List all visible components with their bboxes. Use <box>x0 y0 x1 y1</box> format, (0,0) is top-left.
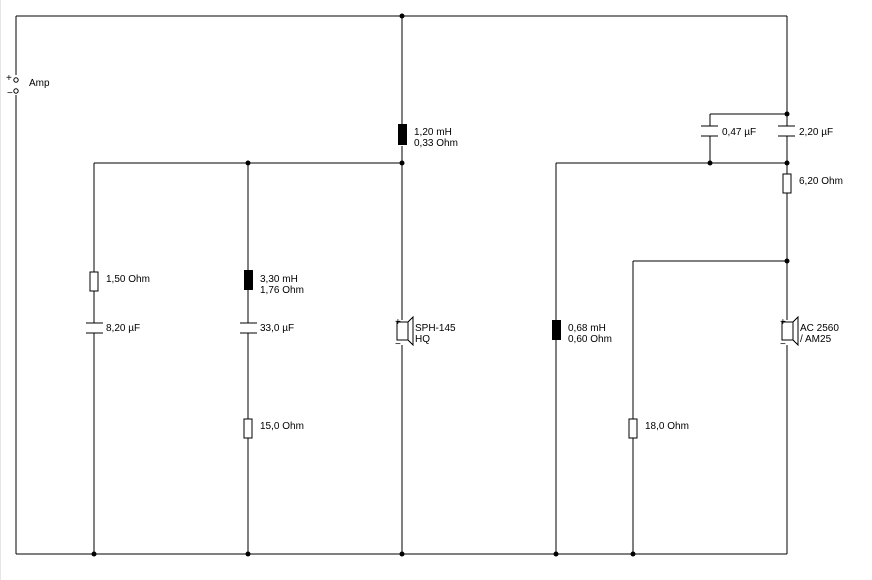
inductor-2-value: 0,68 mH <box>568 323 606 334</box>
speaker-icon <box>396 321 409 341</box>
junction-node <box>91 551 97 557</box>
inductor-2-resistance: 0,60 Ohm <box>568 334 612 345</box>
resistor-notch[interactable]: 15,0 Ohm <box>243 418 304 439</box>
inductor-2[interactable]: 0,68 mH 0,60 Ohm <box>552 320 612 345</box>
junction-node <box>399 160 405 166</box>
speaker-cone <box>407 315 414 347</box>
resistor-notch-value: 15,0 Ohm <box>260 421 304 432</box>
driver-1-plus: + <box>395 317 401 328</box>
resistor-body <box>782 173 792 194</box>
amp-minus-terminal[interactable] <box>13 88 19 94</box>
capacitor-a[interactable]: 0,47 µF <box>701 125 756 138</box>
driver-1-minus: − <box>395 339 401 350</box>
amp-minus-sign: − <box>7 88 13 99</box>
inductor-notch-value: 3,30 mH <box>260 274 298 285</box>
driver-2[interactable]: + − AC 2560 / AM25 <box>780 315 839 350</box>
junction-node <box>707 160 713 166</box>
inductor-body <box>244 270 253 290</box>
resistor-shunt[interactable]: 18,0 Ohm <box>628 418 689 439</box>
capacitor-notch[interactable]: 33,0 µF <box>240 322 294 334</box>
driver-2-model: AC 2560 <box>800 323 839 334</box>
junction-node <box>784 258 790 264</box>
amp-source: + − Amp <box>6 73 50 99</box>
amp-plus-terminal[interactable] <box>13 77 19 83</box>
inductor-1-resistance: 0,33 Ohm <box>414 138 458 149</box>
junction-node <box>245 551 251 557</box>
wires <box>15 15 788 555</box>
inductor-notch[interactable]: 3,30 mH 1,76 Ohm <box>244 270 304 296</box>
junction-node <box>784 111 790 117</box>
inductor-notch-resistance: 1,76 Ohm <box>260 285 304 296</box>
driver-2-minus: − <box>780 339 786 350</box>
capacitor-b[interactable]: 2,20 µF <box>778 125 833 138</box>
driver-1[interactable]: + − SPH-145 HQ <box>395 315 456 350</box>
junction-nodes <box>91 13 790 557</box>
resistor-zobel-value: 1,50 Ohm <box>106 274 150 285</box>
amp-label: Amp <box>29 78 50 89</box>
capacitor-notch-value: 33,0 µF <box>260 323 294 334</box>
resistor-body <box>628 418 638 439</box>
driver-2-plus: + <box>780 317 786 328</box>
junction-node <box>553 551 559 557</box>
junction-node <box>630 551 636 557</box>
capacitor-zobel-value: 8,20 µF <box>106 323 140 334</box>
window-left-edge <box>0 0 1 580</box>
resistor-series[interactable]: 6,20 Ohm <box>782 173 843 194</box>
resistor-body <box>89 271 99 292</box>
junction-node <box>399 13 405 19</box>
capacitor-b-value: 2,20 µF <box>799 127 833 138</box>
resistor-shunt-value: 18,0 Ohm <box>645 421 689 432</box>
junction-node <box>245 160 251 166</box>
speaker-icon <box>781 321 794 341</box>
inductor-body <box>552 320 561 340</box>
driver-1-model-suffix: HQ <box>415 334 430 345</box>
amp-plus-sign: + <box>6 73 12 84</box>
inductor-1[interactable]: 1,20 mH 0,33 Ohm <box>398 124 458 149</box>
resistor-zobel[interactable]: 1,50 Ohm <box>89 271 150 292</box>
driver-2-model-suffix: / AM25 <box>800 334 832 345</box>
resistor-series-value: 6,20 Ohm <box>799 176 843 187</box>
capacitor-a-value: 0,47 µF <box>722 127 756 138</box>
inductor-1-value: 1,20 mH <box>414 127 452 138</box>
capacitor-zobel[interactable]: 8,20 µF <box>86 322 140 334</box>
speaker-cone <box>792 315 799 347</box>
junction-node <box>399 551 405 557</box>
junction-node <box>784 160 790 166</box>
driver-1-model: SPH-145 <box>415 323 456 334</box>
resistor-body <box>243 418 253 439</box>
inductor-body <box>398 124 407 145</box>
